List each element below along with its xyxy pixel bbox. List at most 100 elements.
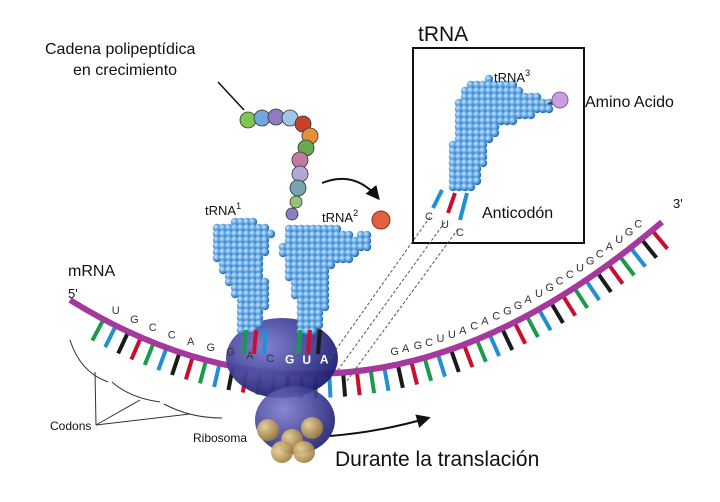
trna-bead	[314, 242, 324, 252]
trna-bead	[308, 248, 318, 258]
trna-bead	[478, 116, 488, 126]
trna-bead	[472, 92, 482, 102]
trna-bead	[236, 325, 246, 335]
ribosome-bead	[293, 441, 315, 463]
trna-bead	[254, 307, 264, 317]
ribosome-anticodon-stems	[242, 329, 322, 355]
trna-bead	[236, 265, 246, 275]
mrna-base-tick	[537, 308, 553, 332]
trna-bead	[218, 259, 228, 269]
trna-bead	[472, 86, 482, 96]
mrna-base-tick	[183, 355, 195, 380]
trna-bead	[236, 217, 246, 227]
trna-bead	[338, 248, 348, 258]
trna-bead	[314, 290, 324, 300]
trna-bead	[338, 230, 348, 240]
codon-brackets	[69, 339, 223, 426]
mrna-base-tick	[341, 372, 348, 397]
trna-bead	[236, 295, 246, 305]
anticodon-stem	[252, 329, 258, 355]
trna-bead	[296, 266, 306, 276]
trna2-label: tRNA2	[322, 208, 358, 225]
trna-bead	[254, 301, 264, 311]
trna-bead	[248, 319, 258, 329]
trna-bead	[320, 302, 330, 312]
trna-bead	[314, 314, 324, 324]
mrna-base-tick	[595, 271, 613, 294]
trna-bead	[248, 283, 258, 293]
trna-bead	[230, 271, 240, 281]
trna-bead	[224, 277, 234, 287]
trna-bead	[326, 254, 336, 264]
trna-bead	[472, 176, 482, 186]
trna-bead	[260, 229, 270, 239]
trna-bead	[296, 320, 306, 330]
trna-bead	[296, 254, 306, 264]
trna-bead	[448, 140, 458, 150]
trna-bead	[242, 313, 252, 323]
trna-bead	[314, 308, 324, 318]
mrna-base-tick	[103, 324, 118, 349]
anticodon-stem	[242, 329, 248, 355]
trna-bead	[320, 236, 330, 246]
trna-bead	[454, 140, 464, 150]
trna-bead	[362, 242, 372, 252]
amino-acid-bead	[239, 111, 257, 129]
trna-bead	[448, 164, 458, 174]
trna-bead	[254, 229, 264, 239]
trna-bead	[448, 146, 458, 156]
trna-bead	[460, 104, 470, 114]
trna-bead	[242, 241, 252, 251]
trna-bead	[242, 277, 252, 287]
trna-bead	[302, 266, 312, 276]
trna-bead	[514, 86, 524, 96]
trna-bead	[248, 247, 258, 257]
trna-bead	[472, 110, 482, 120]
trna-bead	[478, 122, 488, 132]
trna-bead	[490, 104, 500, 114]
mrna-base-tick	[487, 333, 502, 357]
trna-bead	[460, 122, 470, 132]
mrna-base-letter: G	[545, 282, 554, 294]
trna-bead	[296, 272, 306, 282]
trna-bead	[290, 236, 300, 246]
trna-bead	[308, 230, 318, 240]
trna-bead	[454, 176, 464, 186]
trna-bead	[514, 92, 524, 102]
trna-bead	[308, 260, 318, 270]
trna-bead	[466, 116, 476, 126]
trna-bead	[248, 271, 258, 281]
trna-bead	[242, 319, 252, 329]
ribosome-bead	[301, 417, 323, 439]
amino-acid-bead	[289, 179, 307, 197]
trna-bead	[490, 122, 500, 132]
trna-bead	[302, 314, 312, 324]
trna-bead	[254, 265, 264, 275]
trna-bead	[460, 146, 470, 156]
mrna-base-letter: U	[448, 329, 456, 341]
trna-bead	[302, 308, 312, 318]
trna-bead	[290, 254, 300, 264]
trna-bead	[284, 254, 294, 264]
trna-bead	[472, 80, 482, 90]
trna-bead	[260, 235, 270, 245]
trna-bead	[514, 98, 524, 108]
trna-bead	[320, 272, 330, 282]
trna-bead	[466, 86, 476, 96]
trna-bead	[484, 128, 494, 138]
trna-bead	[242, 235, 252, 245]
inset-anticodon-u: U	[441, 219, 449, 231]
mrna-base-tick	[116, 330, 131, 355]
trna-bead	[502, 92, 512, 102]
trna-bead	[448, 170, 458, 180]
trna-bead	[350, 236, 360, 246]
trna-bead	[466, 104, 476, 114]
mrna-base-tick	[462, 343, 475, 368]
mrna-base-tick	[512, 321, 528, 345]
trna-bead	[320, 260, 330, 270]
anticodon-stem	[316, 329, 322, 355]
trna-bead	[218, 241, 228, 251]
mrna-base-tick	[142, 341, 156, 366]
trna-bead	[520, 110, 530, 120]
trna-bead	[254, 235, 264, 245]
